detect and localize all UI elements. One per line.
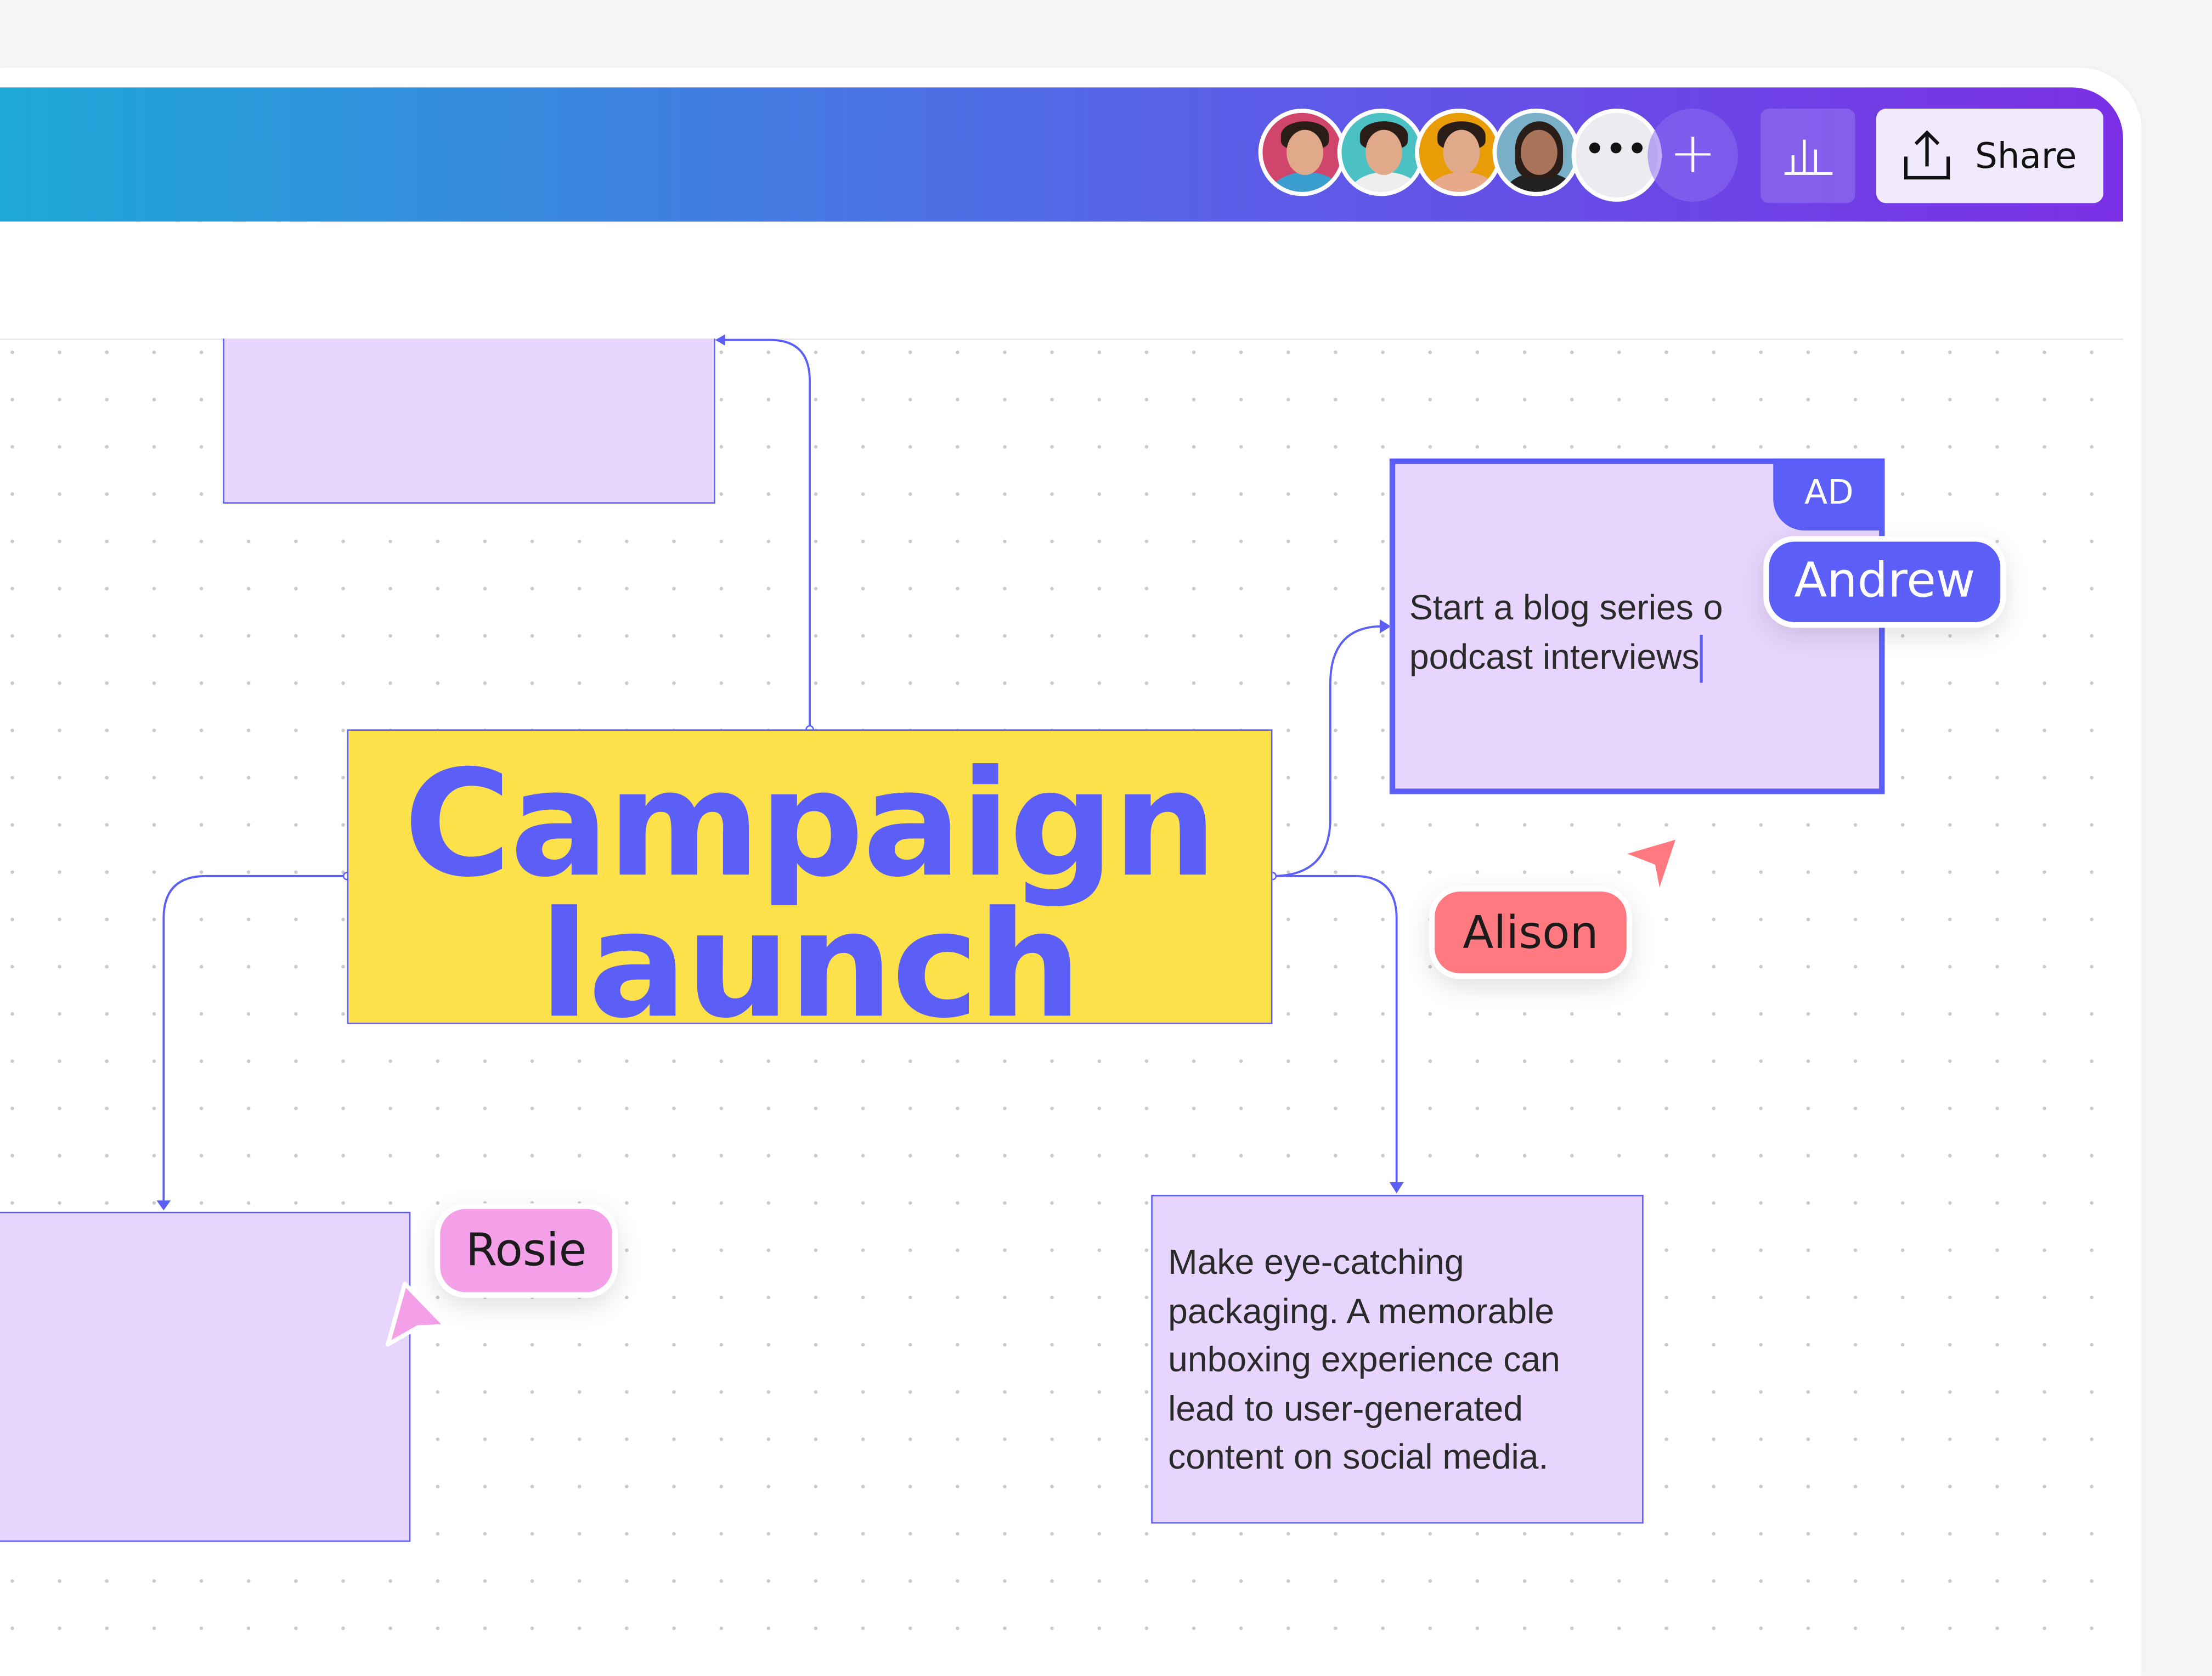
cursor-arrow-alison-icon [1618,834,1681,898]
insights-button[interactable] [1760,108,1855,204]
more-icon: ••• [1584,132,1649,168]
blog-note-line2: podcast interviews [1409,636,1700,676]
collaborator-avatar[interactable] [1258,108,1346,196]
note-bottom-left[interactable] [0,1211,411,1542]
share-label: Share [1974,135,2077,177]
text-caret [1699,634,1702,683]
blog-note-line1: Start a blog series o [1409,588,1723,628]
more-collaborators-button[interactable]: ••• [1571,108,1662,202]
collaborator-avatar[interactable] [1337,108,1425,196]
note-top[interactable] [223,338,715,504]
blog-note-line2-wrap: podcast interviews [1409,633,1723,683]
collaborator-avatar[interactable] [1415,108,1503,196]
central-node-campaign-launch[interactable]: Campaign launch [347,729,1273,1039]
cursor-label-alison: Alison [1429,885,1633,979]
editor-tag: AD [1773,458,1885,531]
bar-chart-icon [1784,139,1833,175]
packaging-note-text: Make eye-catching packaging. A memorable… [1168,1243,1560,1477]
cursor-arrow-rosie-icon [386,1282,448,1347]
add-collaborator-button[interactable]: + [1647,108,1738,202]
plus-icon: + [1669,121,1717,187]
central-node-line1: Campaign [403,737,1217,910]
note-packaging[interactable]: Make eye-catching packaging. A memorable… [1151,1194,1644,1524]
collaborator-avatar[interactable] [1492,108,1580,196]
share-upload-icon [1904,129,1950,179]
cursor-label-andrew: Andrew [1763,536,2006,628]
central-node-line2: launch [539,878,1082,1051]
share-button[interactable]: Share [1876,108,2103,204]
blog-note-text[interactable]: Start a blog series o podcast interviews [1409,584,1723,683]
cursor-label-rosie: Rosie [434,1203,618,1298]
